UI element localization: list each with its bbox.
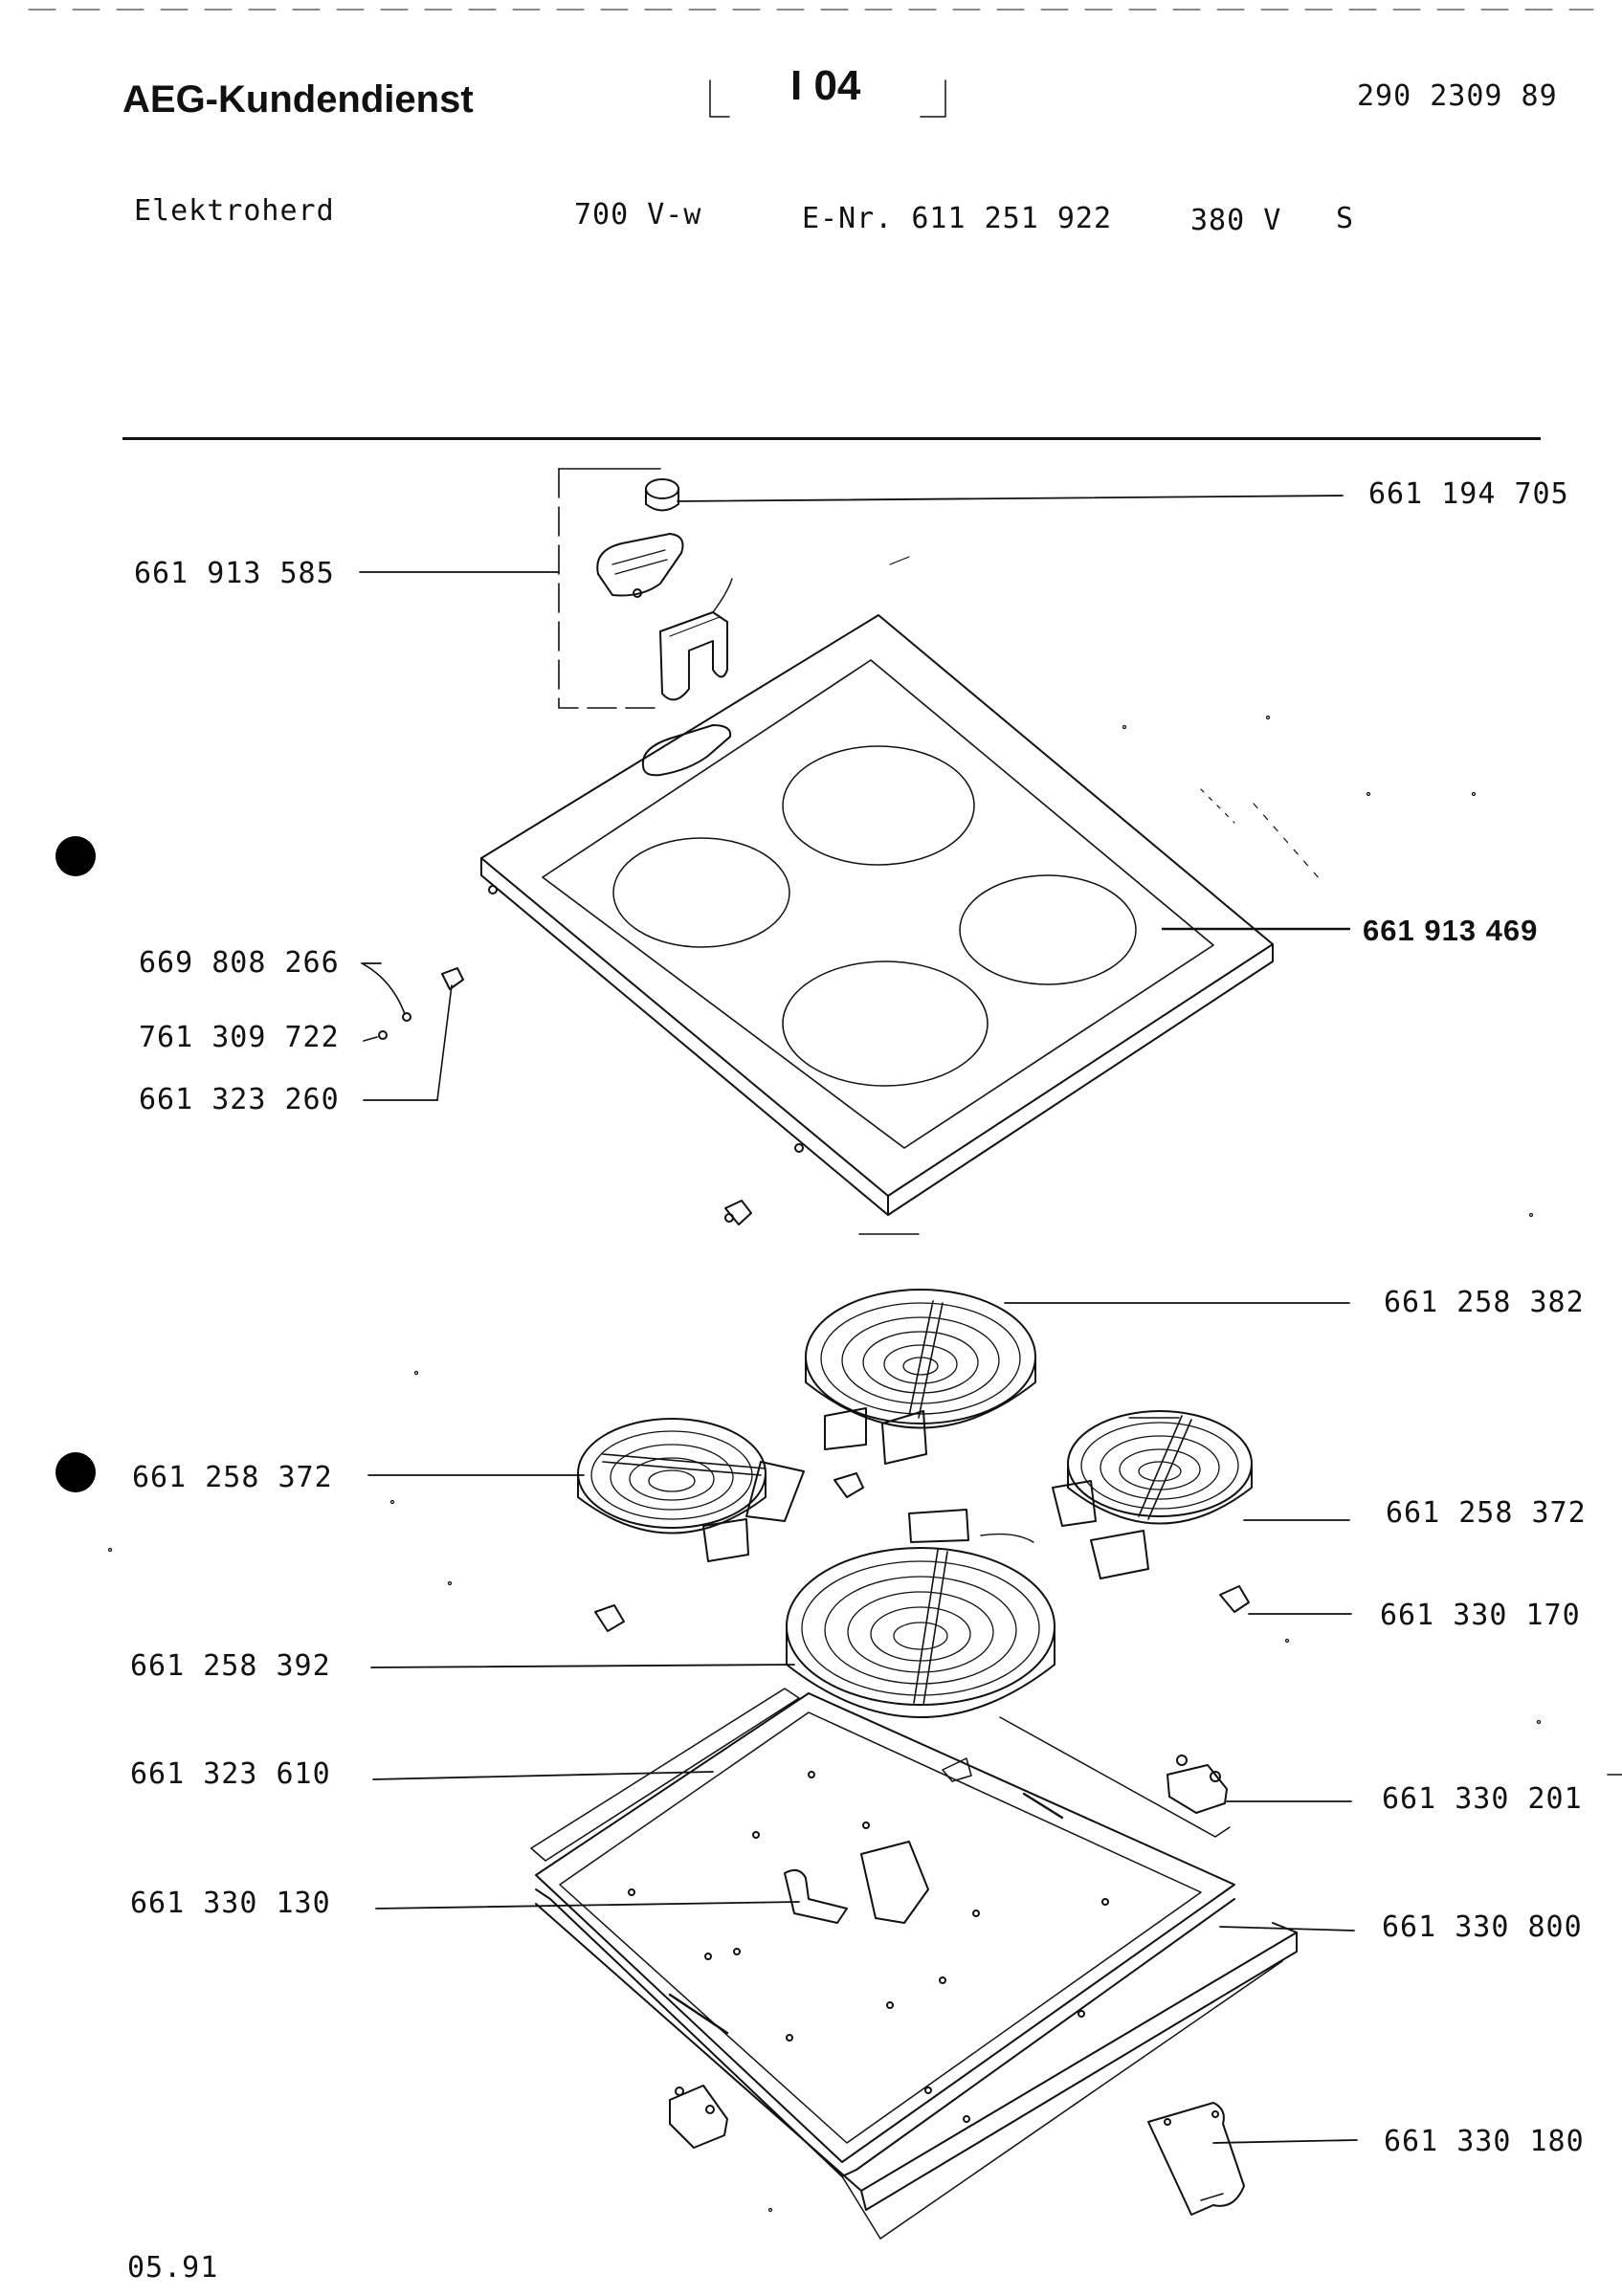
leader-661330130 <box>376 1902 799 1909</box>
appliance-voltage: 380 V <box>1190 204 1282 237</box>
sheet-code: I 04 <box>790 62 861 109</box>
part-label-661913585: 661 913 585 <box>134 557 335 590</box>
connector-clip-icon <box>834 1473 863 1497</box>
switch-group <box>559 469 732 708</box>
handle-slot-icon <box>643 725 730 775</box>
part-label-661258392: 661 258 392 <box>130 1649 331 1683</box>
leader-661323610 <box>373 1772 713 1779</box>
cooking-zone-marking <box>783 961 988 1086</box>
spring-clip-icon <box>364 964 411 1021</box>
brand-title: AEG-Kundendienst <box>122 78 474 121</box>
terminal-block-icon <box>670 2086 727 2148</box>
ceramic-hob-top <box>481 615 1273 1215</box>
leader-661330800 <box>1220 1927 1354 1931</box>
appliance-model: 700 V-w <box>574 198 702 232</box>
bracket-clip-icon <box>725 1201 751 1225</box>
terminal-block-icon <box>1167 1755 1227 1813</box>
retainer-clip-icon <box>437 968 463 1100</box>
part-label-661323610: 661 323 610 <box>130 1757 331 1791</box>
cooking-zone-marking <box>783 746 974 865</box>
header-divider <box>122 437 1541 440</box>
sheet-code-frame <box>710 80 945 117</box>
appliance-enr: E-Nr. 611 251 922 <box>802 202 1113 235</box>
knob-body-icon <box>597 534 682 597</box>
part-label-661330800: 661 330 800 <box>1382 1910 1583 1944</box>
registration-dot <box>56 836 96 876</box>
scan-speckles <box>109 557 1622 2212</box>
radiant-heater-front <box>787 1510 1055 1717</box>
radiant-heater-rear <box>806 1290 1035 1464</box>
leader-661258392 <box>371 1665 794 1667</box>
switch-housing-icon <box>660 579 732 699</box>
part-label-661194705: 661 194 705 <box>1368 477 1569 511</box>
leader-661194705 <box>678 496 1343 501</box>
footer-date: 05.91 <box>127 2251 219 2285</box>
part-label-661330201: 661 330 201 <box>1382 1782 1583 1816</box>
part-label-661330170: 661 330 170 <box>1380 1599 1581 1632</box>
radiant-heater-right <box>1053 1411 1252 1578</box>
connector-clip-icon <box>595 1605 624 1631</box>
part-label-661258372-left: 661 258 372 <box>132 1461 333 1494</box>
part-label-661913469: 661 913 469 <box>1363 914 1539 947</box>
knob-cap-icon <box>646 479 678 511</box>
connector-clip-icon <box>1220 1586 1249 1612</box>
holder-clip-icon <box>785 1870 847 1923</box>
part-label-661330130: 661 330 130 <box>130 1887 331 1920</box>
registration-dot <box>56 1452 96 1492</box>
radiant-heater-left <box>578 1419 804 1561</box>
part-label-661330180: 661 330 180 <box>1384 2125 1585 2158</box>
appliance-variant: S <box>1336 202 1355 235</box>
part-label-661258382: 661 258 382 <box>1384 1286 1585 1319</box>
document-number: 290 2309 89 <box>1357 79 1558 113</box>
cooking-zone-marking <box>613 838 789 947</box>
part-label-761309722: 761 309 722 <box>139 1021 340 1054</box>
leader-661330180 <box>1213 2140 1357 2143</box>
appliance-type: Elektroherd <box>134 194 335 228</box>
screw-icon <box>364 1031 387 1041</box>
cover-plate-icon <box>1148 2103 1244 2215</box>
part-label-661258372-right: 661 258 372 <box>1386 1496 1587 1530</box>
cooking-zone-marking <box>960 875 1136 984</box>
support-frame <box>531 1689 1297 2239</box>
part-label-669808266: 669 808 266 <box>139 946 340 980</box>
part-label-661323260: 661 323 260 <box>139 1083 340 1116</box>
